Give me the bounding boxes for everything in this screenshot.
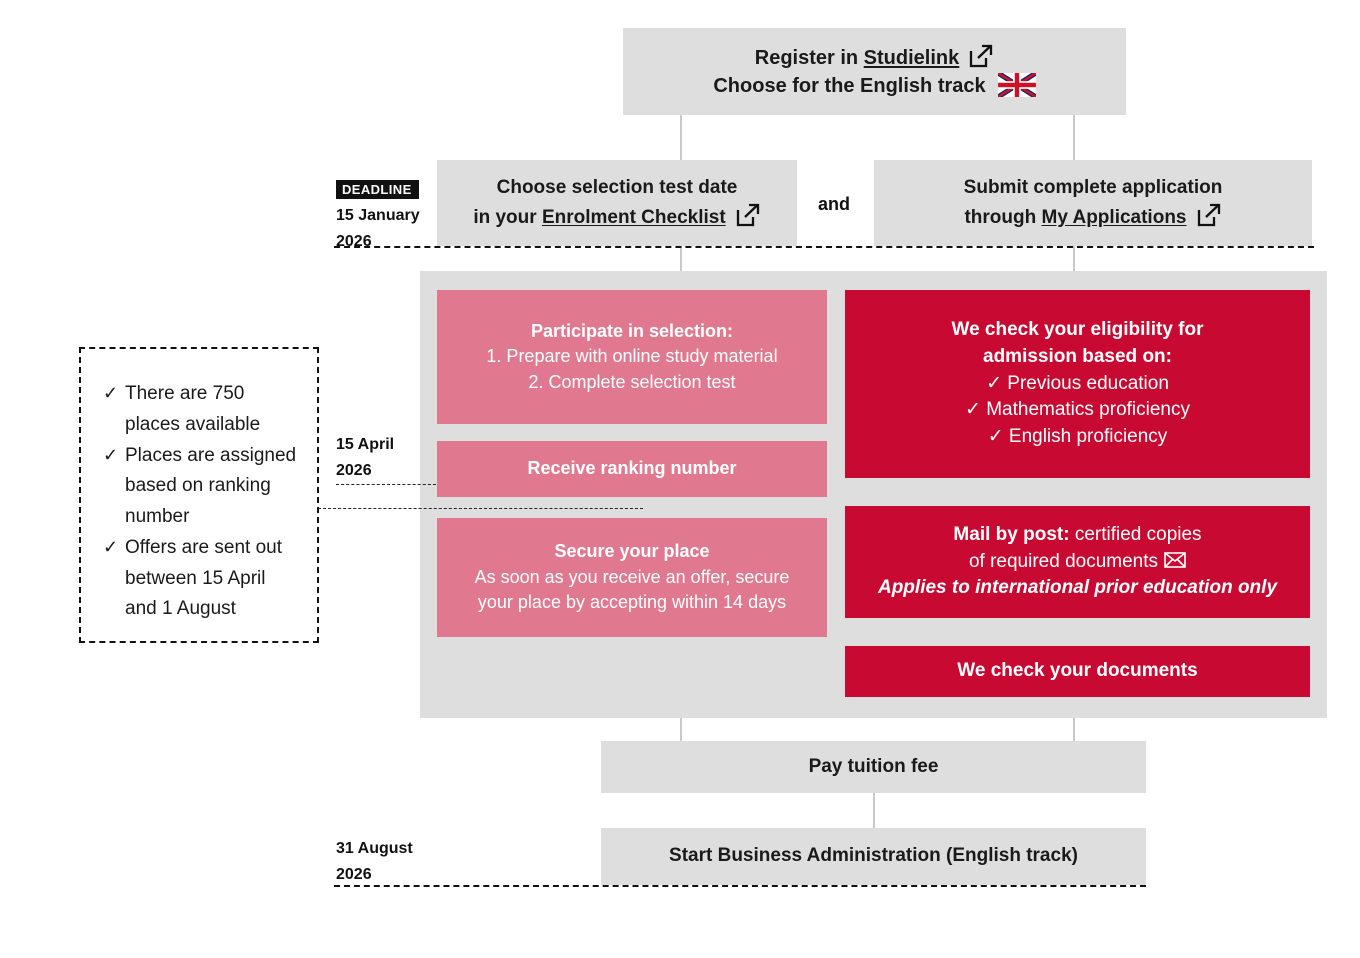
check-icon: ✓ xyxy=(103,383,119,403)
deadline-date-august: 31 August 2026 xyxy=(336,836,413,889)
infobox-connector-line xyxy=(318,508,643,509)
mail-line-1: Mail by post: certified copies xyxy=(953,522,1201,549)
my-applications-link[interactable]: My Applications xyxy=(1041,206,1187,228)
register-line1-pre: Register in xyxy=(754,46,864,69)
participate-title: Participate in selection: xyxy=(530,320,734,341)
secure-line-1: As soon as you receive an offer, secure xyxy=(474,566,790,587)
submit-line2-pre: through xyxy=(964,206,1042,228)
receive-ranking-number-box: Receive ranking number xyxy=(437,441,827,497)
register-line-1: Register in Studielink xyxy=(755,43,995,72)
info-item-text: Places are assigned based on ranking num… xyxy=(125,444,297,528)
info-item-text: There are 750 places available xyxy=(125,383,261,435)
deadline-april-year: 2026 xyxy=(336,462,372,480)
studielink-link[interactable]: Studielink xyxy=(863,46,960,69)
eligibility-check-3-text: English proficiency xyxy=(1008,426,1168,448)
pay-tuition-fee-box: Pay tuition fee xyxy=(601,741,1146,793)
mail-line-2: of required documents xyxy=(969,549,1186,576)
info-item-text: Offers are sent out between 15 April and… xyxy=(125,536,283,620)
submit-line-2: through My Applications xyxy=(964,202,1221,232)
list-item: ✓ There are 750 places available xyxy=(103,379,301,441)
external-link-icon[interactable] xyxy=(735,202,761,228)
check-icon: ✓ xyxy=(965,399,981,421)
eligibility-check-1: ✓ Previous education xyxy=(986,371,1169,398)
deadline-january-year: 2026 xyxy=(336,233,372,251)
ranking-title: Receive ranking number xyxy=(527,458,737,479)
connector-register-to-submit xyxy=(1073,114,1075,160)
secure-title: Secure your place xyxy=(554,541,710,562)
deadline-august-year: 2026 xyxy=(336,866,372,884)
connector-tuition-to-start xyxy=(873,793,875,828)
connector-submit-to-eligibility xyxy=(1073,246,1075,291)
eligibility-check-1-text: Previous education xyxy=(1007,372,1169,394)
eligibility-check-2: ✓ Mathematics proficiency xyxy=(965,397,1190,424)
participate-step-2: 2. Complete selection test xyxy=(528,371,736,392)
uk-flag-icon xyxy=(997,73,1036,97)
selection-line-1: Choose selection test date xyxy=(496,176,738,198)
list-item: ✓ Offers are sent out between 15 April a… xyxy=(103,533,301,625)
deadline-january-date: 15 January xyxy=(336,207,420,224)
deadline-date-april: 15 April 2026 xyxy=(336,432,394,485)
deadline-line-january xyxy=(334,246,1314,248)
connector-register-to-selection xyxy=(680,114,682,160)
connector-checkdocs-to-tuition xyxy=(1073,697,1075,741)
mail-bold-label: Mail by post: xyxy=(953,523,1070,545)
external-link-icon[interactable] xyxy=(968,43,994,69)
mail-by-post-box: Mail by post: certified copies of requir… xyxy=(845,506,1310,618)
and-conjunction-label: and xyxy=(818,194,851,214)
check-icon: ✓ xyxy=(986,372,1003,394)
deadline-line-april xyxy=(336,484,436,485)
eligibility-check-2-text: Mathematics proficiency xyxy=(986,399,1190,421)
check-documents-title: We check your documents xyxy=(957,660,1198,682)
enrolment-checklist-link[interactable]: Enrolment Checklist xyxy=(541,206,726,228)
mail-line1-rest: certified copies xyxy=(1069,523,1202,545)
external-link-icon[interactable] xyxy=(1196,202,1222,228)
deadline-badge-january: DEADLINE xyxy=(336,180,419,199)
start-title: Start Business Administration (English t… xyxy=(669,845,1078,867)
participate-step-1: 1. Prepare with online study material xyxy=(486,346,778,367)
deadline-august-date: 31 August xyxy=(336,840,413,857)
eligibility-title-1: We check your eligibility for xyxy=(951,318,1204,340)
mail-note: Applies to international prior education… xyxy=(877,577,1278,599)
participate-selection-box: Participate in selection: 1. Prepare wit… xyxy=(437,290,827,424)
deadline-line-august xyxy=(334,885,1146,887)
connector-selection-to-participate xyxy=(680,246,682,291)
deadline-april-date: 15 April xyxy=(336,436,395,453)
selection-line-2: in your Enrolment Checklist xyxy=(473,202,760,232)
eligibility-check-3: ✓ English proficiency xyxy=(988,424,1168,451)
submit-line-1: Submit complete application xyxy=(963,176,1223,198)
secure-your-place-box: Secure your place As soon as you receive… xyxy=(437,518,827,637)
secure-line-2: your place by accepting within 14 days xyxy=(477,592,787,613)
register-line2-text: Choose for the English track xyxy=(713,75,986,97)
eligibility-title-2: admission based on: xyxy=(983,345,1172,367)
tuition-title: Pay tuition fee xyxy=(808,755,939,777)
submit-application-box[interactable]: Submit complete application through My A… xyxy=(874,160,1312,246)
places-info-box: ✓ There are 750 places available ✓ Place… xyxy=(79,347,319,643)
places-info-list: ✓ There are 750 places available ✓ Place… xyxy=(103,379,301,625)
check-icon: ✓ xyxy=(987,426,1004,448)
envelope-icon xyxy=(1164,551,1186,568)
check-icon: ✓ xyxy=(103,536,119,557)
selection-line2-pre: in your xyxy=(473,206,542,228)
eligibility-check-box: We check your eligibility for admission … xyxy=(845,290,1310,478)
list-item: ✓ Places are assigned based on ranking n… xyxy=(103,441,301,533)
check-icon: ✓ xyxy=(103,444,119,465)
mail-line2-text: of required documents xyxy=(968,550,1159,572)
selection-test-date-box[interactable]: Choose selection test date in your Enrol… xyxy=(437,160,797,246)
check-documents-box: We check your documents xyxy=(845,646,1310,697)
register-studielink-box[interactable]: Register in Studielink Choose for the En… xyxy=(623,28,1126,115)
start-programme-box: Start Business Administration (English t… xyxy=(601,828,1146,885)
register-line-2: Choose for the English track xyxy=(713,72,1036,100)
